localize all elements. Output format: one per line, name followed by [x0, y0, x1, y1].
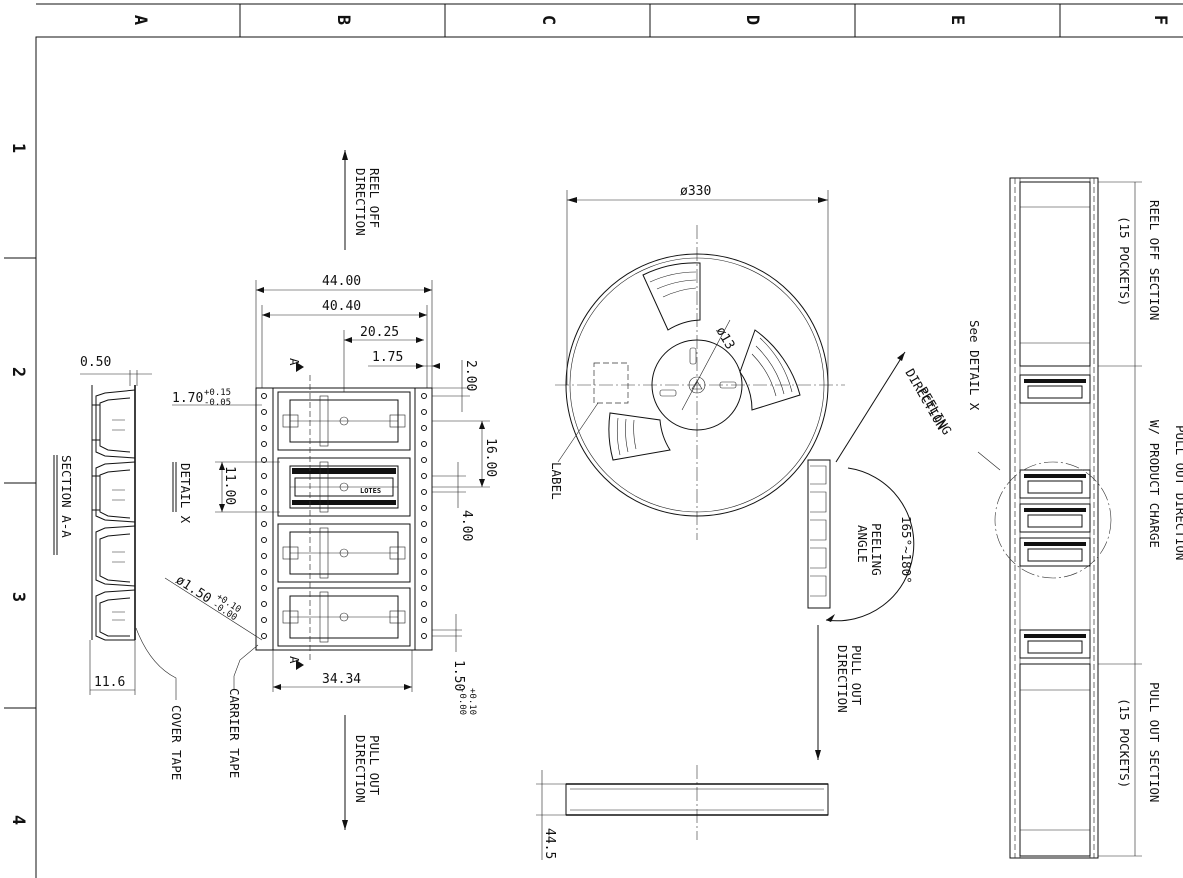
reel-pull-out-label-2: DIRECTION — [835, 645, 850, 713]
dim-40-40: 40.40 — [322, 299, 361, 314]
dim-1-70-tol-up: +0.15 — [204, 388, 231, 398]
dim-16-00: 16.00 — [483, 438, 498, 477]
pull-out-direction-label-1: PULL OUT — [367, 735, 382, 796]
reel-side-view: 44.5 — [536, 765, 829, 860]
dim-20-25: 20.25 — [360, 325, 399, 340]
section-mark-top: A — [287, 358, 302, 366]
see-detail-x-label: See DETAIL X — [967, 320, 982, 411]
overview-pocket-4 — [1019, 537, 1091, 567]
zone-labels-top: A B C D E F — [130, 15, 1170, 25]
dim-1-70-tol-dn: -0.05 — [204, 398, 231, 408]
section-a-a-label: SECTION A-A — [59, 455, 74, 538]
zone-label-e: E — [947, 15, 967, 25]
dim-hub-diameter: ø13 — [713, 325, 738, 353]
dim-1-50-tol-dn: -0.00 — [457, 688, 467, 715]
dim-44: 44.00 — [322, 274, 361, 289]
detail-x-label: DETAIL X — [178, 463, 193, 524]
pull-out-direction-label-2: DIRECTION — [353, 735, 368, 803]
reel-off-direction-label-1: REEL OFF — [367, 168, 382, 228]
sprocket-holes-right — [421, 393, 427, 639]
pull-out-section-label: PULL OUT SECTION — [1147, 682, 1162, 802]
pocket-1 — [277, 391, 411, 451]
dim-reel-width: 44.5 — [542, 828, 557, 859]
zone-label-f: F — [1150, 15, 1170, 25]
peeling-direction-label-2: DIRECTION — [902, 366, 949, 432]
pocket-2-with-product: LOTES — [277, 457, 411, 517]
zone-label-1: 1 — [8, 143, 28, 153]
overview-pocket-2 — [1019, 469, 1091, 499]
dim-1-75: 1.75 — [372, 350, 403, 365]
peeling-angle-label-1: PEELING — [869, 523, 884, 576]
dim-11-6: 11.6 — [94, 675, 125, 690]
dim-0-50: 0.50 — [80, 355, 111, 370]
cover-tape-label: COVER TAPE — [169, 705, 184, 780]
dim-4-00: 4.00 — [459, 510, 474, 541]
pocket-4 — [277, 587, 411, 647]
zone-label-2: 2 — [8, 367, 28, 377]
reel-off-pockets-label: (15 POCKETS) — [1117, 216, 1132, 306]
overview-pocket-5 — [1019, 629, 1091, 659]
dim-1-50-tol-up: +0.10 — [467, 688, 477, 715]
peeling-angle-label-2: ANGLE — [855, 525, 870, 563]
dim-reel-diameter: ø330 — [680, 184, 711, 199]
zone-label-4: 4 — [8, 815, 28, 825]
reel-off-section-label: REEL OFF SECTION — [1147, 200, 1162, 320]
zone-label-3: 3 — [8, 592, 28, 602]
zone-label-c: C — [538, 15, 558, 25]
peeling-angle-value: 165°~180° — [899, 516, 914, 584]
zone-label-a: A — [130, 15, 150, 25]
carrier-tape-label: CARRIER TAPE — [227, 688, 242, 778]
pocket-3 — [277, 523, 411, 583]
overview-pocket-3 — [1019, 503, 1091, 533]
detail-x-view: LOTES A A 44.00 — [164, 150, 498, 830]
dim-dia-1-50: ø1.50 — [173, 573, 214, 607]
overview-pocket-1 — [1019, 374, 1091, 404]
pull-out-pockets-label: (15 POCKETS) — [1117, 698, 1132, 788]
zone-label-b: B — [333, 15, 353, 25]
pull-out-direction-main-label: PULL OUT DIRECTION — [1173, 425, 1183, 560]
drawing-frame — [4, 3, 1183, 878]
dim-2-00: 2.00 — [463, 360, 478, 391]
reel-label-label: LABEL — [549, 462, 564, 500]
dim-1-50: 1.50 — [451, 660, 466, 691]
section-a-a-view: 0.50 11.6 SECTION A-A COVER TAPE — [53, 355, 184, 780]
brand-mark: LOTES — [360, 487, 381, 495]
zone-label-d: D — [742, 15, 762, 25]
section-mark-bottom: A — [287, 656, 302, 664]
reel-view: LABEL ø330 ø13 PEELING DIRECTION 165°~18… — [549, 184, 955, 760]
dim-1-70: 1.70 — [172, 391, 203, 406]
dim-34-34: 34.34 — [322, 672, 361, 687]
tape-end-profile — [807, 459, 831, 609]
zone-labels-left: 1 2 3 4 — [8, 143, 28, 825]
tape-overview: See DETAIL X REEL OFF SECTION (15 POCKET… — [967, 177, 1183, 859]
reel-pull-out-label-1: PULL OUT — [849, 645, 864, 706]
dim-11-00: 11.00 — [222, 466, 237, 505]
sprocket-holes-left — [261, 393, 267, 639]
reel-off-direction-label-2: DIRECTION — [353, 168, 368, 236]
product-charge-label: W/ PRODUCT CHARGE — [1147, 420, 1162, 548]
